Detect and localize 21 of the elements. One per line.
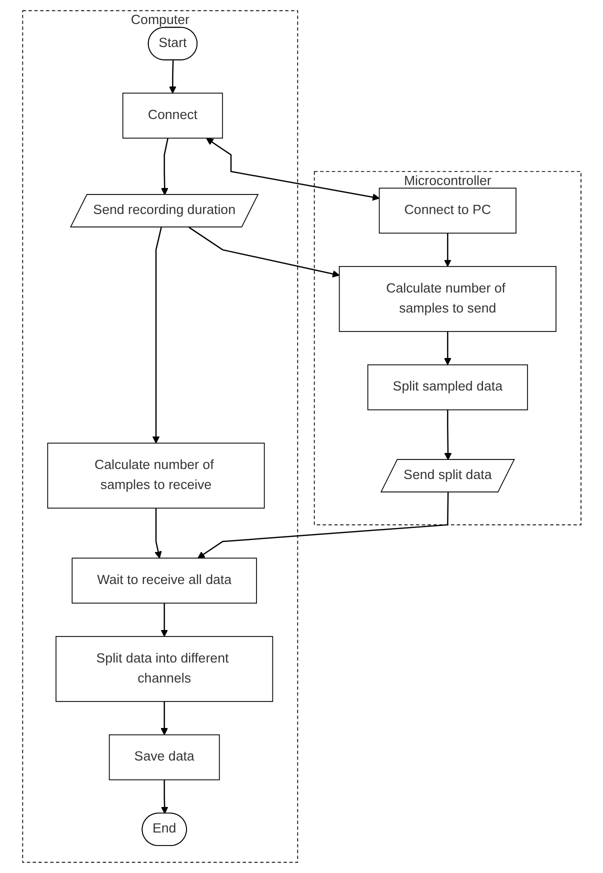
node-box: Connect	[122, 92, 223, 139]
node-box: Split data into different channels	[55, 636, 273, 702]
arrow	[154, 508, 162, 558]
arrow	[160, 603, 168, 637]
arrow	[168, 60, 176, 94]
node-box: Calculate number of samples to receive	[46, 442, 264, 509]
arrow	[160, 702, 168, 736]
arrow	[152, 227, 162, 444]
node-box: Wait to receive all data	[71, 558, 257, 604]
node-box: Save data	[108, 734, 220, 780]
node-box: Split sampled data	[367, 364, 528, 410]
arrow	[444, 233, 451, 267]
arrow	[444, 332, 451, 366]
arrow	[197, 492, 448, 558]
arrow	[444, 410, 452, 460]
node-box: Calculate number of samples to send	[338, 266, 556, 332]
arrow	[160, 138, 168, 196]
node-box: Connect to PC	[378, 188, 516, 234]
arrow	[188, 226, 340, 278]
arrow	[206, 138, 380, 201]
arrow	[160, 780, 168, 814]
